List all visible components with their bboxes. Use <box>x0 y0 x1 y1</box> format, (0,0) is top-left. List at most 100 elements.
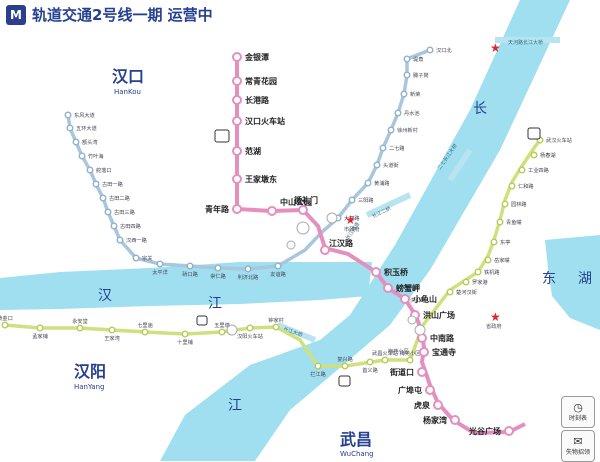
district-hanyang: 汉阳 <box>74 362 106 381</box>
line1-station-marker[interactable] <box>379 144 387 152</box>
line4-station-marker[interactable] <box>341 362 349 370</box>
line2-station-marker[interactable] <box>417 367 427 377</box>
landmark-star-east: ★ <box>490 41 501 55</box>
line4-station-marker[interactable] <box>406 356 414 364</box>
transfer-markers <box>226 212 426 336</box>
line2-station-marker[interactable] <box>267 206 277 216</box>
line2-station-marker[interactable] <box>425 385 435 395</box>
district-wuchang: 武昌 <box>340 430 372 449</box>
line4-east-station-marker[interactable] <box>496 218 504 226</box>
line2-station-marker[interactable] <box>400 294 410 304</box>
line4-station-marker[interactable] <box>218 328 226 336</box>
line4-station-label: 十里铺 <box>177 338 193 346</box>
line2-station-marker[interactable] <box>504 426 514 436</box>
line2-station-marker[interactable] <box>232 204 242 214</box>
line1-station-label: 三阳路 <box>358 196 374 204</box>
line1-station-marker[interactable] <box>66 124 74 132</box>
line1-station-marker[interactable] <box>78 152 86 160</box>
line2-stations: 金银潭常青花园长港路汉口火车站范湖王家墩东青年路中山公园循礼门江汉路积玉桥螃蟹岬… <box>205 52 514 436</box>
line2-station-marker[interactable] <box>232 76 242 86</box>
line1-station-marker[interactable] <box>86 166 94 174</box>
line2-station-label: 广埠屯 <box>398 385 422 395</box>
line4-east-station-marker[interactable] <box>501 200 509 208</box>
line1-station-marker[interactable] <box>110 222 118 230</box>
line1-station-marker[interactable] <box>104 208 112 216</box>
line4-station-marker[interactable] <box>108 326 116 334</box>
line4-station-label: 永安堂 <box>72 317 88 325</box>
line1-station-marker[interactable] <box>132 254 140 262</box>
line4-station-marker[interactable] <box>272 323 280 331</box>
line4-east-station-marker[interactable] <box>484 256 492 264</box>
line1-station-marker[interactable] <box>387 126 395 134</box>
line2-station-marker[interactable] <box>232 116 242 126</box>
line1-station-label: 友谊路 <box>270 270 286 278</box>
line1-station-marker[interactable] <box>116 236 124 244</box>
line2-station-label: 光谷广场 <box>468 426 501 436</box>
line1-station-marker[interactable] <box>403 55 411 63</box>
line1-station-marker[interactable] <box>394 109 402 117</box>
line2-station-marker[interactable] <box>232 95 242 105</box>
line4-east-station-label: 东亭 <box>500 238 510 246</box>
chat-icon: ✉ <box>573 435 583 448</box>
line1-station-marker[interactable] <box>373 161 381 169</box>
line1-station-marker[interactable] <box>403 71 411 79</box>
line2-station-marker[interactable] <box>419 347 429 357</box>
line2-station-label: 宝通寺 <box>432 347 456 357</box>
line1-station-marker[interactable] <box>244 265 252 273</box>
line4-east-station-marker[interactable] <box>530 151 538 159</box>
line1-station-marker[interactable] <box>426 46 434 54</box>
line1-station-marker[interactable] <box>214 264 222 272</box>
line2-station-marker[interactable] <box>232 146 242 156</box>
line4-east-station-marker[interactable] <box>518 166 526 174</box>
line1-station-label: 滕子岗 <box>413 71 429 79</box>
line2-station-marker[interactable] <box>232 52 242 62</box>
line4-station-marker[interactable] <box>181 330 189 338</box>
line1-station-label: 丹水池 <box>404 109 420 117</box>
line4-east-station-label: 楚河汉街 <box>456 288 477 296</box>
line4-east-station-marker[interactable] <box>508 182 516 190</box>
line4-station-marker[interactable] <box>381 356 389 364</box>
line2-station-marker[interactable] <box>371 267 381 277</box>
line4-station-label: 黄金口 <box>0 314 13 322</box>
line1-station-marker[interactable] <box>72 138 80 146</box>
yangtze-river <box>160 0 570 461</box>
line2-station-marker[interactable] <box>232 174 242 184</box>
line1-station-marker[interactable] <box>92 180 100 188</box>
line2-station-marker[interactable] <box>450 415 460 425</box>
bridges-layer: 天河路长江大桥 二七长江大桥 长江二桥 长江大桥 长江隧道 <box>276 37 560 343</box>
line4-station-marker[interactable] <box>366 358 374 366</box>
line2-station-label: 洪山广场 <box>423 310 455 320</box>
line1-station-marker[interactable] <box>186 262 194 270</box>
lake-label-1: 东 <box>542 271 556 287</box>
line1-station-marker[interactable] <box>156 260 164 268</box>
line2-station-label: 虎泉 <box>414 400 431 410</box>
line4-east-station-marker[interactable] <box>462 278 470 286</box>
line1-station-label: 汉口北 <box>436 46 452 54</box>
line4-east-station-marker[interactable] <box>490 238 498 246</box>
line1-station-marker[interactable] <box>348 196 356 204</box>
timetable-button[interactable]: ◷ 时刻表 <box>561 396 595 428</box>
line4-station-marker[interactable] <box>246 324 254 332</box>
line4-station-marker[interactable] <box>76 324 84 332</box>
line2-station-marker[interactable] <box>320 245 330 255</box>
line4-east-station-label: 武汉火车站 <box>546 136 572 144</box>
line4-station-marker[interactable] <box>36 324 44 332</box>
line4-east-station-marker[interactable] <box>446 288 454 296</box>
line4-east-station-marker[interactable] <box>474 268 482 276</box>
line1-station-marker[interactable] <box>99 194 107 202</box>
lost-found-button[interactable]: ✉ 失物招领 <box>561 430 595 462</box>
line4-station-label: 首义路 <box>362 366 378 374</box>
line4-station-marker[interactable] <box>314 362 322 370</box>
line4-station-marker[interactable] <box>141 328 149 336</box>
line1-station-marker[interactable] <box>274 262 282 270</box>
line2-station-marker[interactable] <box>433 400 443 410</box>
line2-station-marker[interactable] <box>298 205 308 215</box>
line4-station-marker[interactable] <box>1 321 9 329</box>
line2-station-marker[interactable] <box>383 283 393 293</box>
line1-station-marker[interactable] <box>64 111 72 119</box>
line1-station-marker[interactable] <box>400 90 408 98</box>
line4-station-label: 七里庙 <box>137 321 153 329</box>
line1-station-marker[interactable] <box>364 179 372 187</box>
line4-station-label: 汉阳火车站 <box>237 332 263 340</box>
